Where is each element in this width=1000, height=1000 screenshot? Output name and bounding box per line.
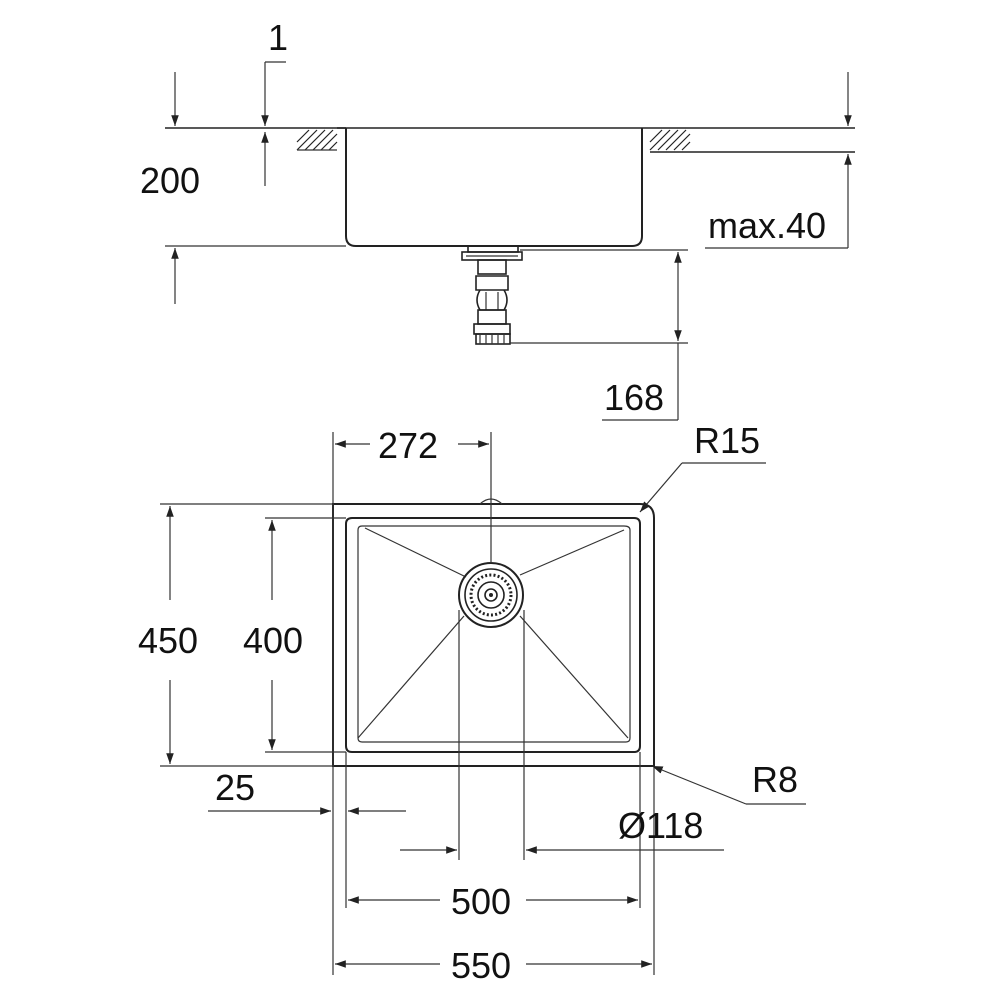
bowl-profile — [345, 128, 643, 247]
worktop-hatch-left — [296, 129, 338, 151]
depth-label: 200 — [140, 160, 200, 201]
outer-depth-label: 450 — [138, 620, 198, 661]
inner-radius-label: R8 — [752, 759, 798, 800]
inner-depth-label: 400 — [243, 620, 303, 661]
side-view: 1 200 max.40 168 — [140, 17, 855, 421]
slope-line-bl — [357, 615, 465, 739]
slope-line-br — [519, 615, 629, 739]
flange-width-label: 25 — [215, 767, 255, 808]
top-view: 272 R15 450 400 25 R8 Ø118 500 550 — [138, 420, 806, 986]
outer-radius-label: R15 — [694, 420, 760, 461]
inner-width-label: 500 — [451, 881, 511, 922]
outer-rim — [332, 503, 655, 767]
drain-diameter-label: Ø118 — [618, 805, 703, 846]
max-worktop-label: max.40 — [708, 205, 826, 246]
inner-bowl-bottom — [357, 525, 631, 743]
drain-waste-fitting — [461, 245, 523, 345]
inner-bowl — [345, 517, 641, 753]
rim-gap-label: 1 — [268, 17, 288, 58]
drain-strainer — [458, 562, 524, 628]
outer-width-label: 550 — [451, 945, 511, 986]
slope-line-tl — [364, 527, 467, 578]
r8-leader — [651, 765, 747, 805]
drain-height-label: 168 — [604, 377, 664, 418]
slope-line-tr — [519, 529, 625, 576]
r15-leader — [639, 462, 683, 513]
drain-offset-label: 272 — [378, 425, 438, 466]
worktop-hatch-right — [649, 129, 691, 151]
